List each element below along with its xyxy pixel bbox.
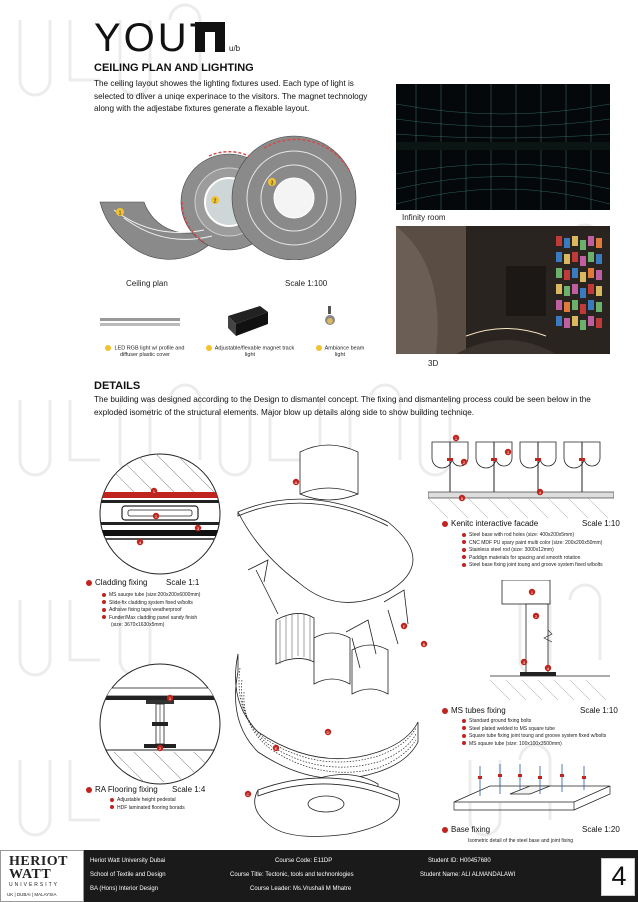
- list-item: Funder/Max cladding panel sandy finish: [102, 615, 200, 623]
- mstubes-marker: 1: [531, 590, 534, 595]
- facade-title: Kenitc interactive facade: [442, 519, 538, 528]
- list-item: Paddign materials for spacing and smooth…: [462, 555, 603, 563]
- cladding-list: MS sauqre tube (size:200x200x6000mm) Sli…: [102, 592, 200, 630]
- facade-marker: 4: [539, 490, 542, 495]
- beam-light-icon: [325, 306, 335, 325]
- infinity-room-image: [396, 84, 610, 210]
- list-item: Standard ground fixing bolts: [462, 718, 606, 726]
- facade-marker: 5: [461, 496, 464, 501]
- list-item: Slide-fix cladding system fixed w/bolts: [102, 600, 200, 608]
- flooring-list: Adjustable height pedestal HDF laminated…: [110, 797, 185, 812]
- footer-school: School of Textile and Design: [90, 872, 166, 878]
- cladding-marker: 2: [155, 514, 158, 519]
- flooring-detail-drawing: 1 2: [99, 663, 221, 785]
- list-item: Stainless steel rod (size: 3000x12mm): [462, 547, 603, 555]
- university-word: UNIVERSITY: [9, 882, 60, 888]
- ceiling-marker: 3: [271, 181, 274, 187]
- footer-course-leader: Course Leader: Ms.Vrushali M Mhatre: [250, 886, 352, 892]
- mstubes-scale: Scale 1:10: [580, 706, 618, 715]
- list-item: Adjustable height pedestal: [110, 797, 185, 805]
- brand-logo: YOUT: [94, 16, 218, 60]
- magnet-track-light-icon: [228, 306, 268, 336]
- cladding-detail-drawing: 1 2 3 4: [99, 453, 221, 575]
- fixture-legend-2: Adjustable/flexable magnet track light: [205, 345, 295, 359]
- ceiling-section-title: CEILING PLAN AND LIGHTING: [94, 62, 254, 74]
- list-item: HDF laminated flooring borads: [110, 805, 185, 813]
- mstubes-list: Standard ground fixing bolts Steel plate…: [462, 718, 606, 748]
- list-item: Steel base fixing joint toung and groove…: [462, 562, 603, 570]
- list-item: (size: 3670x1630x5mm): [111, 622, 165, 629]
- ceiling-plan-drawing: 1 2 3: [99, 135, 357, 260]
- facade-marker: 1: [455, 436, 458, 441]
- iso-marker: E: [275, 746, 278, 751]
- list-item: Square tube fixing joint toung and groov…: [462, 733, 606, 741]
- cladding-marker: 3: [197, 526, 200, 531]
- base-scale: Scale 1:20: [582, 825, 620, 834]
- kinetic-facade-drawing: 1 2 3 4 5: [428, 434, 614, 519]
- facade-marker: 2: [463, 460, 466, 465]
- footer-programme: BA (Hons) Interior Design: [90, 886, 159, 892]
- ceiling-marker: 1: [119, 211, 122, 217]
- details-section-title: DETAILS: [94, 380, 141, 392]
- cladding-marker: 4: [139, 540, 142, 545]
- university-logo-line-2: WATT: [9, 867, 52, 882]
- ceiling-paragraph: The ceiling layout showes the lighting f…: [94, 79, 368, 113]
- facade-scale: Scale 1:10: [582, 519, 620, 528]
- iso-marker: C: [247, 792, 250, 797]
- flooring-title: RA Flooring fixing: [86, 785, 158, 794]
- cladding-title: Cladding fixing: [86, 578, 147, 587]
- university-locations: UK | DUBAI | MALAYSIA: [7, 892, 57, 897]
- footer-student-id: Student ID: H00457680: [428, 858, 491, 864]
- exploded-isometric-drawing: A B C D E F: [235, 444, 428, 837]
- list-item: Steel base with rod holes (size: 400x200…: [462, 532, 603, 540]
- ms-tubes-drawing: 1 2 3 4: [490, 580, 610, 701]
- base-title: Base fixing: [442, 825, 490, 834]
- university-logo-line-1: HERIOT: [9, 854, 69, 869]
- footer-course-title: Course Title: Tectonic, tools and techno…: [230, 872, 354, 878]
- list-item: MS sqaure tube (size: 100x100x3500mm): [462, 741, 606, 749]
- list-item: MS sauqre tube (size:200x200x6000mm): [102, 592, 200, 600]
- mstubes-title: MS tubes fixing: [442, 706, 506, 715]
- iso-marker: F: [403, 624, 406, 629]
- fixture-legend-1: LED RGB light w/ profile and diffuser pl…: [100, 345, 190, 359]
- page-number: 4: [611, 861, 627, 891]
- mstubes-marker: 2: [535, 614, 538, 619]
- list-item: Adhsive fixing tape weatherproof: [102, 607, 200, 615]
- facade-marker: 3: [507, 450, 510, 455]
- flooring-scale: Scale 1:4: [172, 785, 206, 794]
- iso-marker: A: [295, 480, 298, 485]
- infinity-room-label: Infinity room: [402, 213, 446, 222]
- list-item: CNC MDF PU spary paint multi color (size…: [462, 540, 603, 548]
- led-strip-icon: [100, 318, 180, 326]
- brand-logo-sub: u/b: [229, 44, 241, 53]
- page-number-box: 4: [601, 858, 635, 896]
- mstubes-marker: 4: [547, 666, 550, 671]
- iso-marker: D: [327, 730, 330, 735]
- list-item: Steel plated welded to MS square tube: [462, 726, 606, 734]
- render-3d-label: 3D: [428, 359, 439, 368]
- footer-university: Heriot Watt University Dubai: [90, 858, 166, 864]
- ceiling-marker: 2: [214, 199, 217, 205]
- footer-course-code: Course Code: E11DP: [275, 858, 333, 864]
- facade-list: Steel base with rod holes (size: 400x200…: [462, 532, 603, 570]
- ceiling-plan-label: Ceiling plan: [126, 279, 168, 288]
- fixture-legend-3: Ambiance beam light: [310, 345, 370, 359]
- ceiling-plan-scale: Scale 1:100: [285, 279, 328, 288]
- base-note: Isometric detail of the steel base and j…: [468, 838, 574, 844]
- flooring-marker: 2: [159, 746, 162, 751]
- iso-marker: B: [423, 642, 426, 647]
- logo-mark-icon: [195, 22, 225, 52]
- footer-student-name: Student Name: ALI ALMANDALAWI: [420, 872, 516, 878]
- flooring-marker: 1: [169, 696, 172, 701]
- cladding-scale: Scale 1:1: [166, 578, 200, 587]
- base-fixing-drawing: [453, 764, 611, 811]
- details-paragraph: The building was designed according to t…: [94, 395, 591, 417]
- university-logo: HERIOT WATT UNIVERSITY UK | DUBAI | MALA…: [0, 850, 84, 902]
- footer-bar: HERIOT WATT UNIVERSITY UK | DUBAI | MALA…: [0, 850, 638, 902]
- render-3d-image: [396, 226, 610, 354]
- cladding-marker: 1: [153, 489, 156, 494]
- mstubes-marker: 3: [523, 660, 526, 665]
